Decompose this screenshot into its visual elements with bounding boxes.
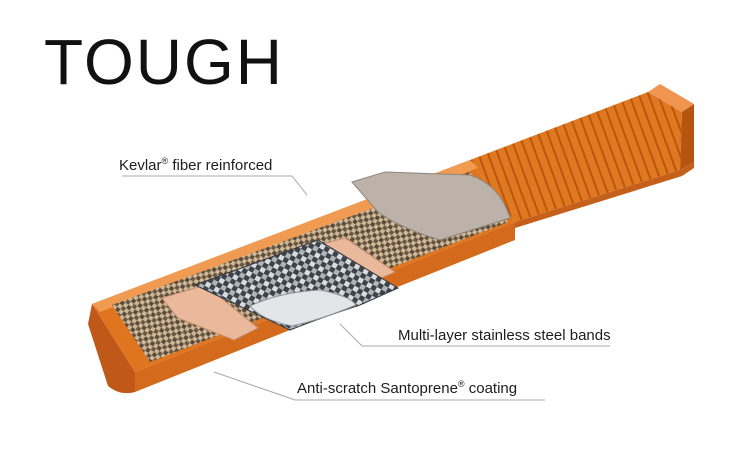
callout-santoprene: Anti-scratch Santoprene® coating [297,379,517,397]
callout-steel-bands: Multi-layer stainless steel bands [398,327,611,344]
callout-santoprene-name: Anti-scratch Santoprene [297,380,458,397]
page-title: TOUGH [44,30,284,94]
callout-santoprene-reg: ® [458,379,465,389]
callout-santoprene-rest: coating [465,380,518,397]
callout-kevlar-name: Kevlar [119,157,162,174]
leader-kevlar [122,176,307,195]
callout-kevlar-rest: fiber reinforced [168,157,272,174]
callout-kevlar: Kevlar® fiber reinforced [119,156,272,174]
